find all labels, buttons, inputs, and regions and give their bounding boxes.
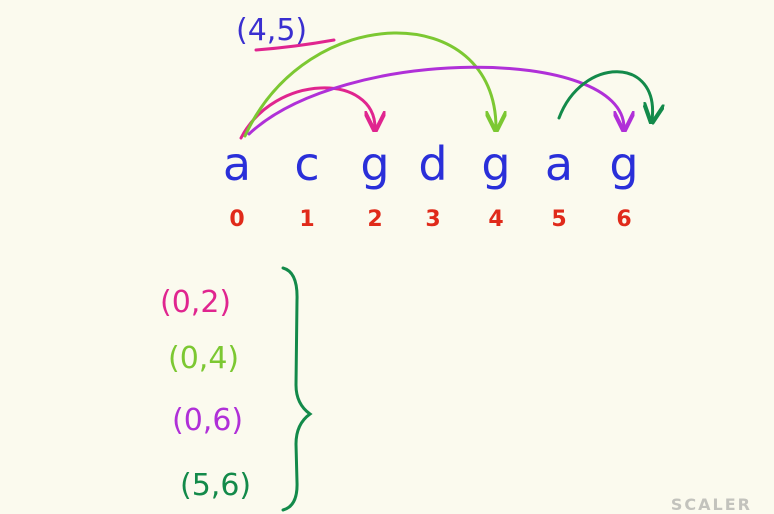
pair-2: (0,6): [172, 403, 243, 438]
arc-group: [239, 31, 653, 140]
watermark-logo: SCALER: [670, 495, 752, 514]
char-5: a: [545, 137, 573, 191]
annotated-pair-label: (4,5): [236, 13, 307, 48]
index-0: 0: [229, 207, 244, 232]
arc-0-to-2: [239, 86, 375, 140]
char-3: d: [418, 137, 447, 191]
right-curly-brace: [281, 266, 313, 512]
arc-0-to-6: [247, 65, 624, 136]
pair-list: (0,2) (0,4) (0,6) (5,6): [160, 285, 251, 503]
index-4: 4: [488, 207, 503, 232]
arc-0-to-4: [243, 31, 496, 138]
index-labels: 0 1 2 3 4 5 6: [229, 207, 631, 232]
char-0: a: [223, 137, 251, 191]
index-3: 3: [425, 207, 440, 232]
char-2: g: [360, 137, 389, 191]
index-2: 2: [367, 207, 382, 232]
char-6: g: [609, 137, 638, 191]
char-4: g: [481, 137, 510, 191]
index-5: 5: [551, 207, 566, 232]
arc-5-to-6: [557, 70, 653, 120]
index-6: 6: [616, 207, 631, 232]
pair-3: (5,6): [180, 468, 251, 503]
char-1: c: [294, 137, 319, 191]
pair-underline: [254, 38, 336, 52]
pair-0: (0,2): [160, 285, 231, 320]
index-1: 1: [299, 207, 314, 232]
pair-1: (0,4): [168, 341, 239, 376]
